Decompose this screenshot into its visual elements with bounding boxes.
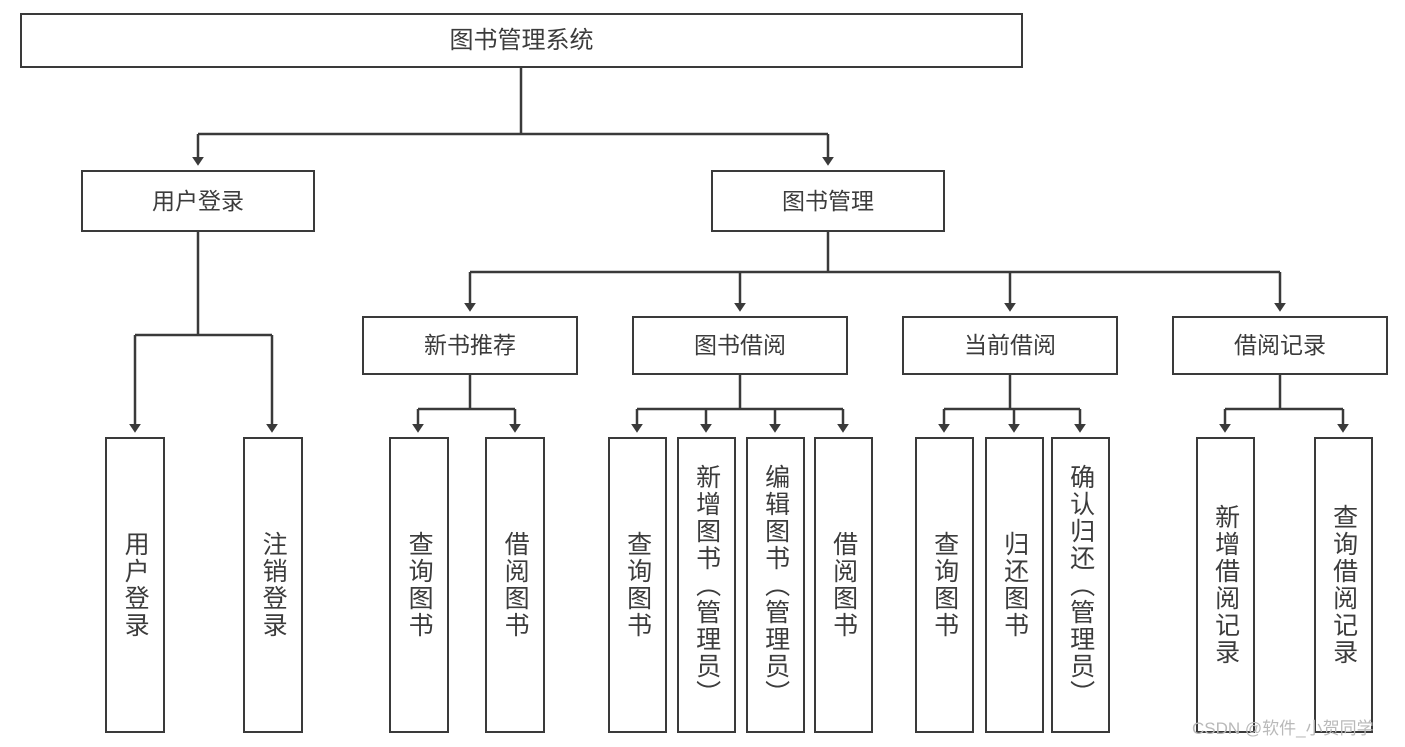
node-label: 编辑图书（管理员）	[761, 463, 790, 707]
node-book-management[interactable]: 图书管理	[711, 170, 945, 232]
node-label: 图书管理	[782, 187, 874, 214]
leaf-return-book[interactable]: 归还图书	[985, 437, 1044, 733]
leaf-add-borrow-record[interactable]: 新增借阅记录	[1196, 437, 1255, 733]
node-book-borrow[interactable]: 图书借阅	[632, 316, 848, 375]
node-label: 用户登录	[121, 531, 150, 639]
node-label: 新增借阅记录	[1211, 504, 1240, 666]
node-label: 图书借阅	[694, 332, 786, 359]
node-label: 归还图书	[1000, 531, 1029, 639]
leaf-query-book-recommend[interactable]: 查询图书	[389, 437, 449, 733]
node-current-borrow[interactable]: 当前借阅	[902, 316, 1118, 375]
node-label: 注销登录	[259, 531, 288, 639]
node-label: 新增图书（管理员）	[692, 463, 721, 707]
node-label: 借阅图书	[829, 531, 858, 639]
node-label: 新书推荐	[424, 332, 516, 359]
node-label: 借阅记录	[1234, 332, 1326, 359]
leaf-query-borrow-record[interactable]: 查询借阅记录	[1314, 437, 1373, 733]
node-label: 借阅图书	[501, 531, 530, 639]
node-label: 确认归还（管理员）	[1066, 463, 1095, 707]
leaf-add-book-admin[interactable]: 新增图书（管理员）	[677, 437, 736, 733]
leaf-logout[interactable]: 注销登录	[243, 437, 303, 733]
node-root-book-management-system[interactable]: 图书管理系统	[20, 13, 1023, 68]
node-new-book-recommend[interactable]: 新书推荐	[362, 316, 578, 375]
node-label: 查询图书	[623, 531, 652, 639]
node-borrow-record[interactable]: 借阅记录	[1172, 316, 1388, 375]
node-label: 用户登录	[152, 187, 244, 214]
node-label: 图书管理系统	[449, 26, 594, 54]
node-label: 查询图书	[930, 531, 959, 639]
leaf-query-book-borrow[interactable]: 查询图书	[608, 437, 667, 733]
leaf-query-book-current[interactable]: 查询图书	[915, 437, 974, 733]
leaf-borrow-book[interactable]: 借阅图书	[814, 437, 873, 733]
node-label: 查询图书	[405, 531, 434, 639]
node-label: 当前借阅	[964, 332, 1056, 359]
leaf-confirm-return-admin[interactable]: 确认归还（管理员）	[1051, 437, 1110, 733]
leaf-edit-book-admin[interactable]: 编辑图书（管理员）	[746, 437, 805, 733]
node-user-login[interactable]: 用户登录	[81, 170, 315, 232]
watermark: CSDN @软件_小贺同学	[1192, 719, 1374, 738]
leaf-borrow-book-recommend[interactable]: 借阅图书	[485, 437, 545, 733]
node-label: 查询借阅记录	[1329, 504, 1358, 666]
leaf-user-login[interactable]: 用户登录	[105, 437, 165, 733]
